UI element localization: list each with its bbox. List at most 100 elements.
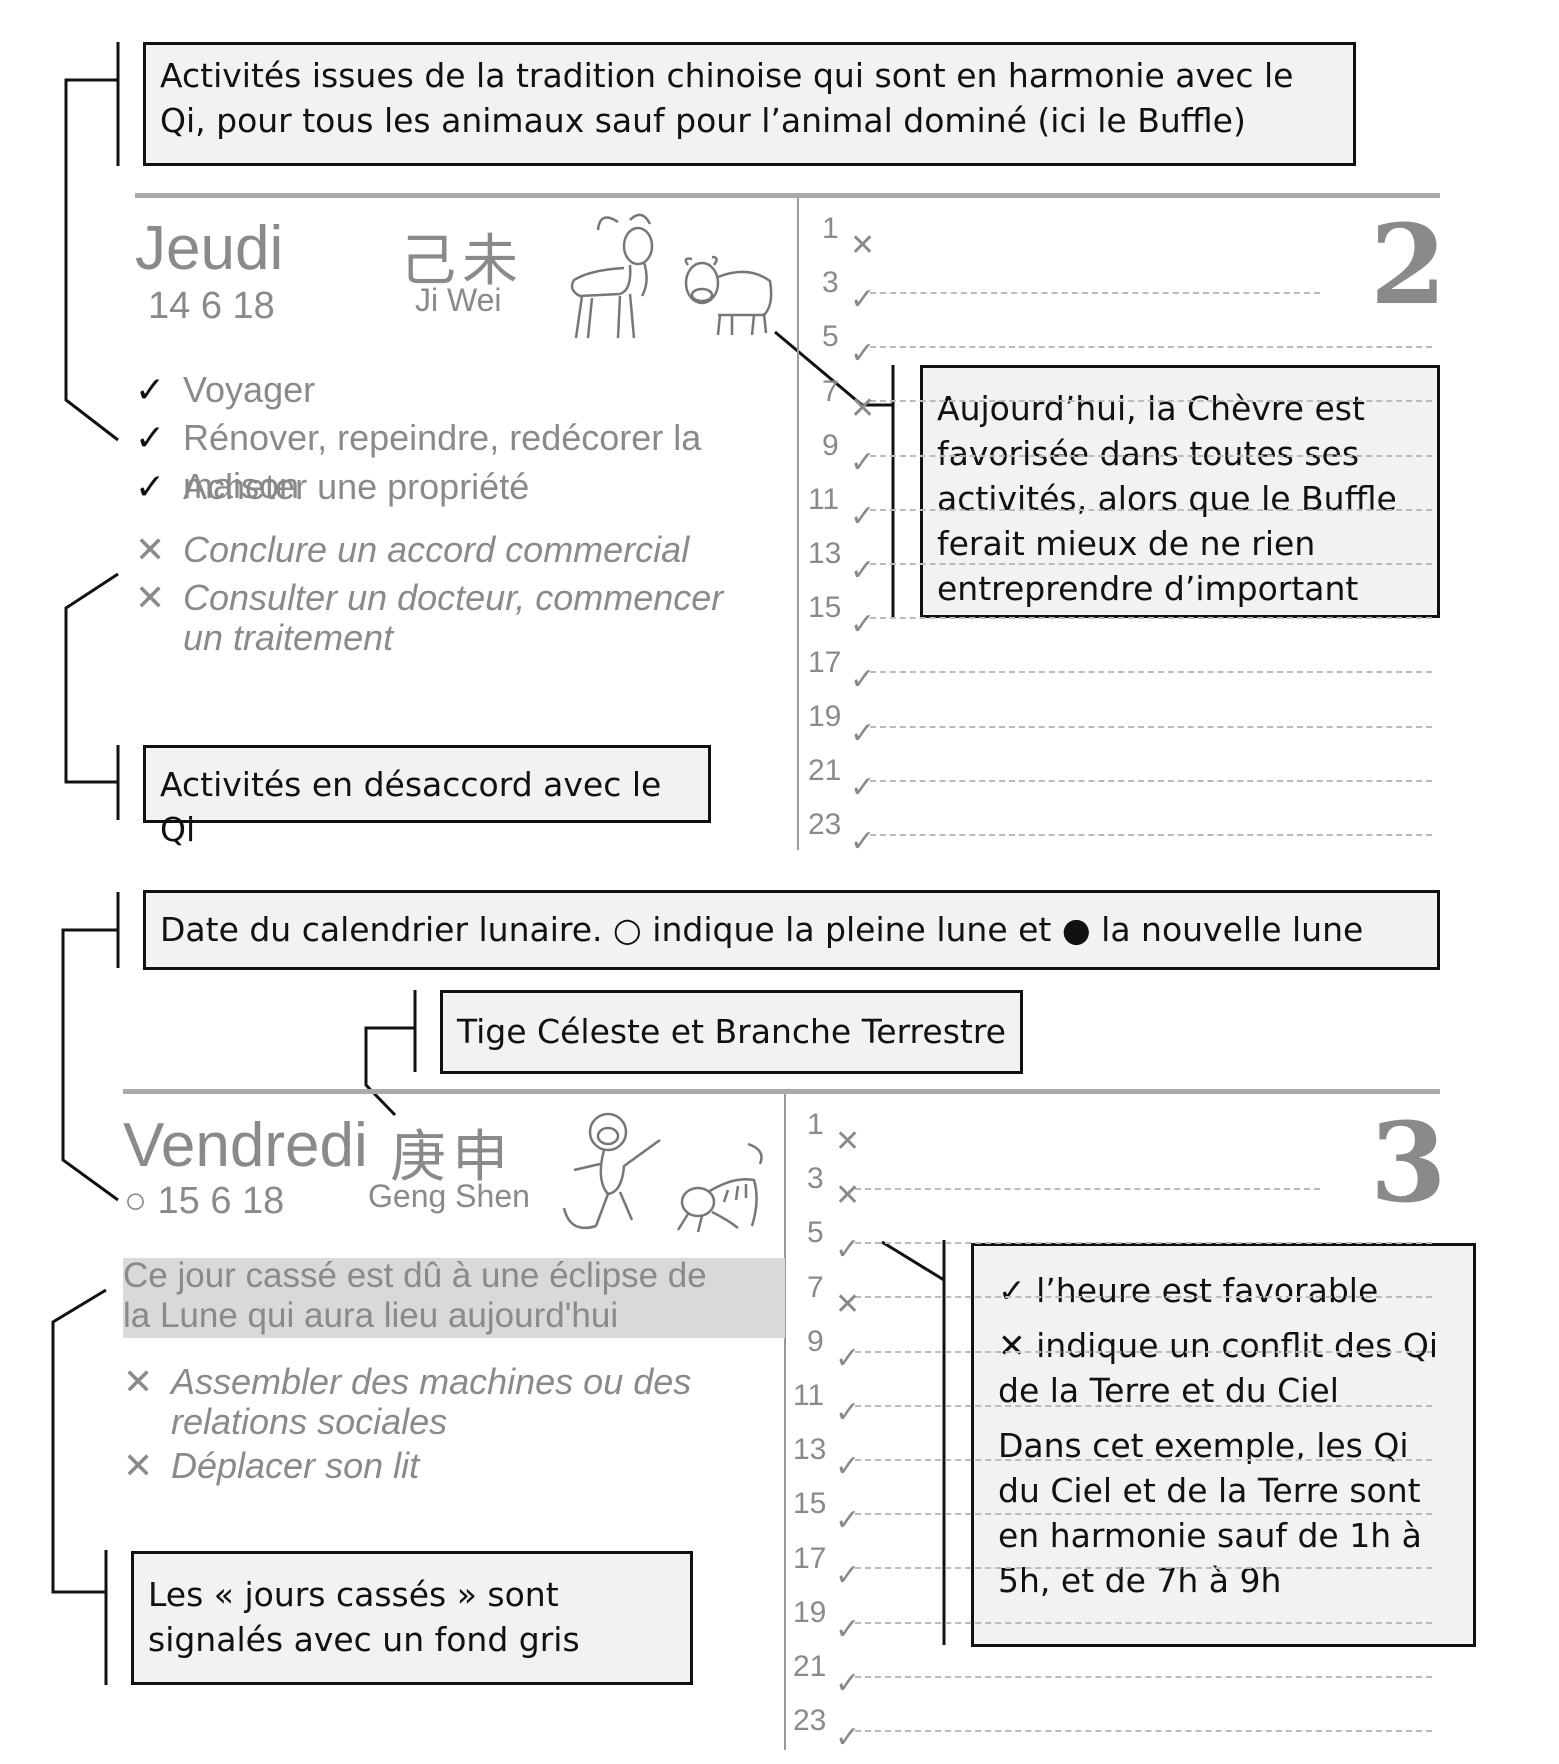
hour-label: 19 xyxy=(808,699,842,733)
hours-callout: ✓ l’heure est favorable ✕ indique un con… xyxy=(971,1243,1476,1647)
hour-check-icon: ✓ xyxy=(850,607,876,643)
hour-divider xyxy=(855,1513,1432,1516)
harmony-callout: Activités issues de la tradition chinois… xyxy=(143,42,1356,166)
day2-pinyin: Geng Shen xyxy=(368,1178,530,1214)
hour-divider xyxy=(870,346,1432,349)
day2-bad-activity-label: Assembler des machines ou des relations … xyxy=(171,1361,692,1442)
hour-check-icon: ✓ xyxy=(835,1720,861,1756)
goat-callout: Aujourd’hui, la Chèvre est favorisée dan… xyxy=(920,365,1440,618)
day1-bad-activity: ✕ Consulter un docteur, commencer un tra… xyxy=(135,578,755,658)
hour-label: 3 xyxy=(807,1162,824,1196)
day1-good-activity-label: Voyager xyxy=(183,369,316,410)
hour-check-icon: ✓ xyxy=(850,661,876,697)
day1-bad-activity-label: Conclure un accord commercial xyxy=(183,529,690,570)
discord-callout: Activités en désaccord avec le Qi xyxy=(143,745,711,849)
hour-divider xyxy=(855,1730,1432,1732)
day2-top-rule xyxy=(123,1089,1440,1094)
hour-label: 15 xyxy=(808,591,842,625)
hour-divider xyxy=(855,1567,1432,1570)
hour-check-icon: ✓ xyxy=(850,444,876,480)
check-icon: ✓ xyxy=(135,466,166,507)
hour-label: 11 xyxy=(793,1379,825,1412)
goat-callout-text: Aujourd’hui, la Chèvre est favorisée dan… xyxy=(937,389,1397,608)
day2-bad-activity: ✕ Déplacer son lit xyxy=(123,1446,763,1486)
day2-lunar-date: ○ 15 6 18 xyxy=(124,1180,284,1223)
day2-number: 3 xyxy=(1370,1098,1447,1227)
day2-bad-activity: ✕ Assembler des machines ou des relation… xyxy=(123,1362,763,1442)
day1-good-activity: ✓ Rénover, repeindre, redécorer la maiso… xyxy=(135,414,795,510)
hour-divider xyxy=(870,834,1432,836)
day1-lunar-date: 14 6 18 xyxy=(148,285,275,327)
day1-bad-activity: ✕ Conclure un accord commercial xyxy=(135,530,755,570)
lunar-date-callout: Date du calendrier lunaire. ○ indique la… xyxy=(143,890,1440,970)
hour-check-icon: ✓ xyxy=(850,336,876,372)
hour-label: 1 xyxy=(807,1108,824,1141)
hour-label: 13 xyxy=(808,537,842,571)
day1-hours-divider xyxy=(797,198,799,850)
cross-icon: ✕ xyxy=(123,1445,154,1486)
check-icon: ✓ xyxy=(135,369,166,410)
discord-callout-text: Activités en désaccord avec le Qi xyxy=(160,765,662,849)
hour-divider xyxy=(870,617,1432,620)
stem-branch-callout: Tige Céleste et Branche Terrestre xyxy=(440,990,1023,1074)
hour-check-icon: ✓ xyxy=(835,1395,861,1430)
hour-divider xyxy=(855,1350,1432,1353)
hour-divider xyxy=(855,1296,1432,1299)
cross-icon: ✕ xyxy=(123,1361,154,1402)
broken-days-callout: Les « jours cassés » sont signalés avec … xyxy=(131,1551,693,1685)
hour-divider xyxy=(870,671,1432,674)
hour-divider xyxy=(870,563,1432,565)
hour-label: 17 xyxy=(808,645,842,679)
hour-divider xyxy=(870,292,1320,294)
hour-label: 3 xyxy=(822,266,839,300)
hour-check-icon: ✓ xyxy=(850,282,876,318)
day1-good-activity: ✓ Voyager xyxy=(135,366,795,414)
day2-hours-divider xyxy=(784,1094,786,1750)
monkey-icon xyxy=(562,1112,661,1230)
hour-divider xyxy=(870,508,1432,511)
hour-divider xyxy=(855,1188,1320,1190)
day1-good-activity-label: Acheter une propriété xyxy=(183,466,530,507)
hour-check-icon: ✓ xyxy=(835,1340,861,1376)
hour-cross-icon: ✕ xyxy=(850,228,876,263)
day1-pinyin: Ji Wei xyxy=(415,282,502,318)
hour-label: 7 xyxy=(822,374,839,408)
goat-icon xyxy=(570,213,654,339)
hour-label: 21 xyxy=(793,1650,827,1683)
hour-label: 5 xyxy=(822,320,839,354)
hour-label: 1 xyxy=(822,212,839,245)
day2-name: Vendredi xyxy=(123,1111,368,1180)
broken-days-callout-text: Les « jours cassés » sont signalés avec … xyxy=(148,1575,580,1659)
hour-label: 19 xyxy=(793,1595,827,1629)
day1-top-rule xyxy=(135,193,1440,198)
hour-cross-icon: ✕ xyxy=(850,390,876,426)
hour-divider xyxy=(870,400,1432,403)
day1-good-activity-label: Rénover, repeindre, redécorer la maison xyxy=(183,417,702,506)
broken-day-band xyxy=(123,1258,785,1338)
stem-branch-callout-text: Tige Céleste et Branche Terrestre xyxy=(457,1012,1006,1051)
day2-broken-note: Ce jour cassé est dû à une éclipse de la… xyxy=(123,1256,707,1335)
hour-label: 15 xyxy=(793,1487,827,1521)
hour-check-icon: ✓ xyxy=(835,1666,861,1701)
hour-divider xyxy=(870,779,1432,782)
full-moon-icon: ○ xyxy=(124,1180,147,1222)
hour-label: 17 xyxy=(793,1541,827,1575)
hour-check-icon: ✓ xyxy=(835,1503,861,1539)
hour-label: 13 xyxy=(793,1433,827,1467)
hour-label: 21 xyxy=(808,754,842,787)
hour-check-icon: ✓ xyxy=(850,499,876,534)
hour-label: 11 xyxy=(808,483,840,516)
hour-label: 9 xyxy=(822,428,839,462)
hour-divider xyxy=(855,1242,1432,1245)
hour-check-icon: ✓ xyxy=(835,1557,861,1593)
check-icon: ✓ xyxy=(135,417,166,458)
hour-check-icon: ✓ xyxy=(850,553,876,589)
day1-bad-activity-label: Consulter un docteur, commencer un trait… xyxy=(183,577,724,658)
hour-divider xyxy=(855,1621,1432,1624)
hour-label: 23 xyxy=(808,808,842,842)
ox-icon xyxy=(684,255,773,336)
day2-bad-activity-label: Déplacer son lit xyxy=(171,1445,420,1486)
lunar-date-callout-text: Date du calendrier lunaire. ○ indique la… xyxy=(160,910,1364,949)
hour-cross-icon: ✕ xyxy=(835,1286,861,1322)
